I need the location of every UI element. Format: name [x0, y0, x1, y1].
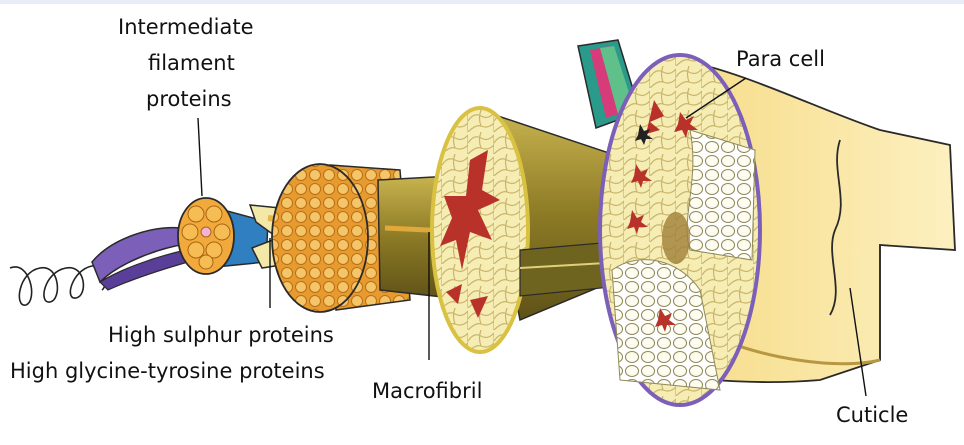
hair-cross-section: [600, 55, 760, 405]
intermediate-filament-section: [178, 198, 234, 274]
label-intermediate-line3: proteins: [146, 86, 232, 112]
label-intermediate-line2: filament: [148, 50, 235, 76]
label-para-cell: Para cell: [736, 46, 825, 72]
label-macrofibril: Macrofibril: [372, 378, 482, 404]
label-cuticle: Cuticle: [836, 402, 908, 428]
label-intermediate-line1: Intermediate: [118, 14, 254, 40]
alpha-helix-coil: [10, 266, 105, 305]
label-high-sulphur: High sulphur proteins: [108, 322, 334, 348]
label-high-glycine-tyrosine: High glycine-tyrosine proteins: [10, 358, 325, 384]
